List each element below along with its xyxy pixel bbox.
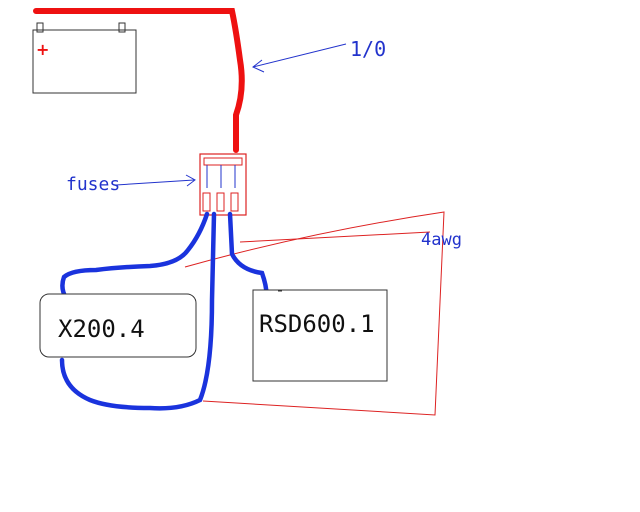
- fuses-arrow-line: [115, 179, 195, 186]
- fuse: [202, 192, 211, 212]
- battery: +: [32, 22, 137, 94]
- battery-body: [32, 29, 137, 94]
- amp-1-ground-wire: [59, 211, 217, 411]
- ground-wire: [239, 231, 431, 243]
- ground-wire-loop: [184, 211, 445, 416]
- power-cable-arrow-line: [252, 43, 347, 68]
- amp-1-power-wire: [60, 211, 210, 301]
- fuses-label: fuses: [66, 174, 120, 195]
- battery-terminal-left: [36, 22, 44, 33]
- amplifier-x200-label: X200.4: [58, 315, 145, 343]
- amplifier-rsd600-body: [252, 289, 388, 382]
- amplifier-rsd600: RSD600.1: [252, 289, 388, 382]
- fuse-block: [199, 153, 247, 216]
- amplifier-x200-body: [39, 293, 197, 358]
- fuse-block-outline: [199, 153, 247, 216]
- power-cable-arrowhead: [252, 59, 265, 73]
- fuse: [216, 192, 225, 212]
- fuse-block-bus: [203, 157, 243, 166]
- amplifier-x200: X200.4: [39, 293, 197, 358]
- battery-terminal-right: [118, 22, 126, 33]
- fuse: [230, 192, 239, 212]
- fuses-arrowhead: [185, 174, 196, 187]
- power-cable-label: 1/0: [350, 37, 386, 61]
- power-cable: [33, 8, 245, 153]
- amplifier-rsd600-label: RSD600.1: [259, 310, 375, 338]
- amp-2-power-wire: [227, 211, 269, 303]
- ground-wire-label: 4awg: [421, 230, 462, 250]
- battery-positive-symbol: +: [36, 40, 49, 59]
